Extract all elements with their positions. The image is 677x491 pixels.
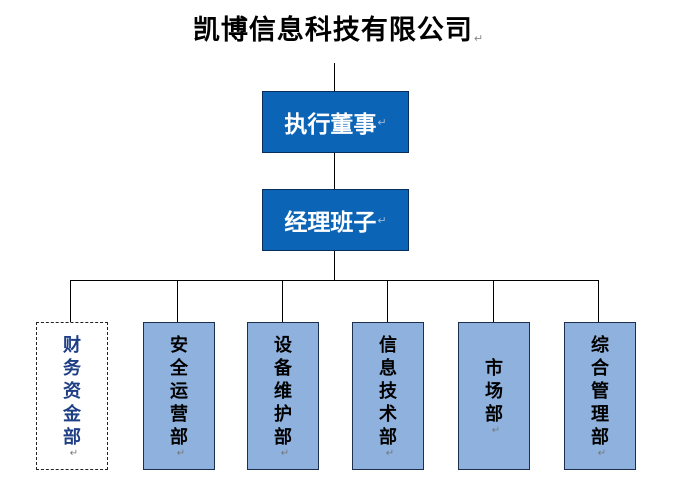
connector-title-executive (334, 63, 335, 91)
paragraph-mark-icon: ↵ (280, 447, 290, 459)
dept-safety-operations-label: 安全运营部 (170, 334, 188, 448)
horizontal-bus (70, 280, 598, 281)
paragraph-mark-icon: ↵ (597, 447, 607, 459)
drop-dept-6 (598, 280, 599, 322)
drop-dept-1 (70, 280, 71, 322)
company-title: 凯博信息科技有限公司↵ (0, 8, 677, 47)
dept-equipment-maintenance: 设备维护部 ↵ (247, 322, 319, 470)
dept-general-management-label: 综合管理部 (591, 334, 609, 448)
dept-finance: 财务资金部 ↵ (36, 322, 108, 470)
company-title-text: 凯博信息科技有限公司 (192, 15, 473, 46)
paragraph-mark-icon: ↵ (377, 213, 387, 227)
executive-box: 执行董事↵ (262, 91, 409, 153)
paragraph-mark-icon: ↵ (176, 447, 186, 459)
management-box: 经理班子↵ (262, 189, 409, 251)
dept-information-technology-label: 信息技术部 (379, 334, 397, 448)
dept-finance-label: 财务资金部 (63, 334, 81, 448)
dept-information-technology: 信息技术部 ↵ (352, 322, 424, 470)
paragraph-mark-icon: ↵ (473, 32, 485, 45)
drop-dept-4 (387, 280, 388, 322)
drop-dept-5 (493, 280, 494, 322)
executive-label: 执行董事 (284, 112, 377, 138)
dept-marketing-label: 市场部 (485, 357, 503, 425)
paragraph-mark-icon: ↵ (491, 424, 501, 436)
connector-management-bus (334, 251, 335, 280)
drop-dept-2 (177, 280, 178, 322)
paragraph-mark-icon: ↵ (377, 115, 387, 129)
dept-general-management: 综合管理部 ↵ (564, 322, 636, 470)
management-label: 经理班子 (284, 210, 377, 236)
dept-marketing: 市场部 ↵ (458, 322, 530, 470)
dept-equipment-maintenance-label: 设备维护部 (274, 334, 292, 448)
dept-safety-operations: 安全运营部 ↵ (143, 322, 215, 470)
paragraph-mark-icon: ↵ (69, 447, 79, 459)
paragraph-mark-icon: ↵ (385, 447, 395, 459)
drop-dept-3 (282, 280, 283, 322)
connector-executive-management (334, 153, 335, 189)
